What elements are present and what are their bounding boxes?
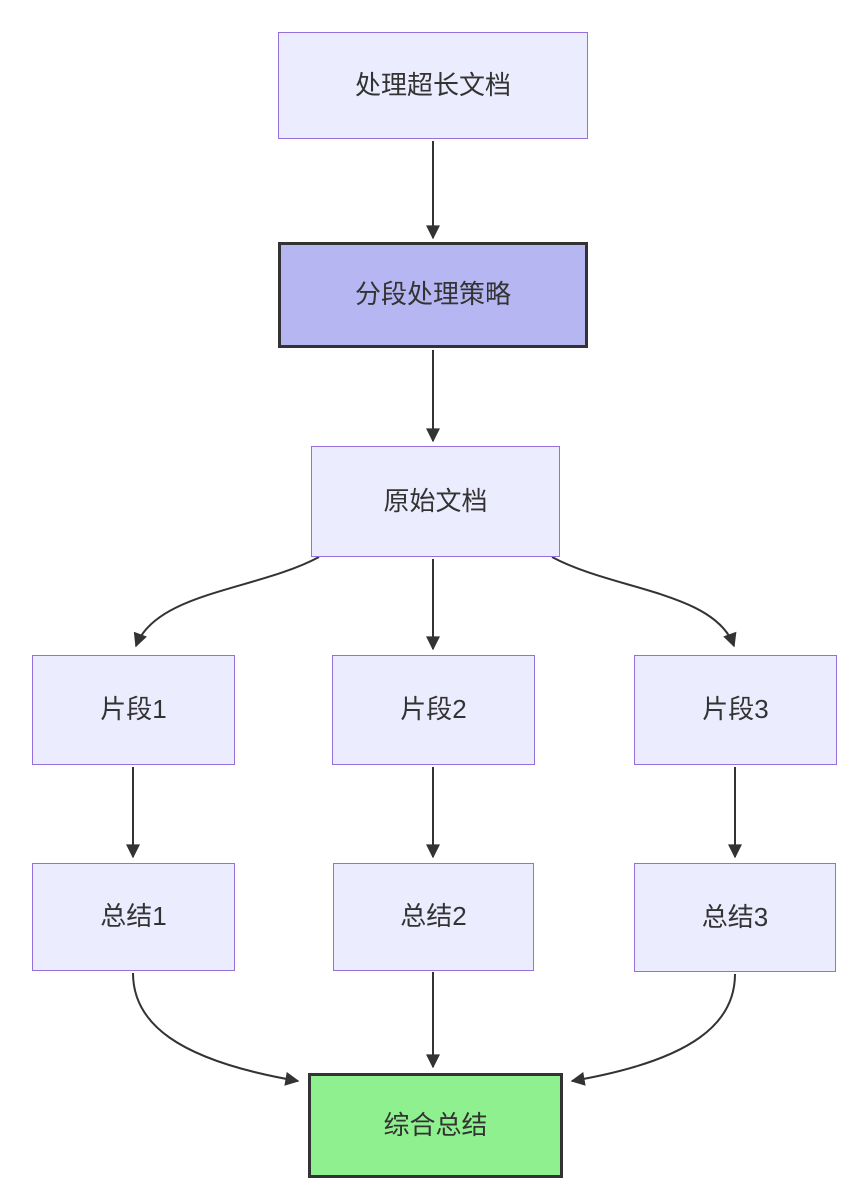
edge-summary1-final: [132, 972, 300, 1086]
node-summary-3-label: 总结3: [701, 901, 769, 932]
node-fragment-1: 片段1: [32, 655, 235, 765]
node-segmentation-strategy-label: 分段处理策略: [354, 279, 511, 310]
node-summary-1-label: 总结1: [100, 901, 167, 932]
node-fragment-1-label: 片段1: [100, 694, 167, 725]
node-final-summary-label: 综合总结: [383, 1109, 488, 1140]
node-fragment-2: 片段2: [332, 655, 535, 765]
node-summary-3: 总结3: [634, 863, 836, 972]
node-original-document-label: 原始文档: [383, 485, 488, 516]
node-original-document: 原始文档: [311, 446, 560, 557]
node-process-long-doc-label: 处理超长文档: [354, 69, 511, 100]
edge-summary3-final: [570, 973, 736, 1086]
node-summary-2: 总结2: [333, 863, 534, 971]
node-fragment-3: 片段3: [634, 655, 837, 765]
node-process-long-doc: 处理超长文档: [278, 32, 588, 139]
edge-original-fragment1: [133, 556, 320, 648]
node-fragment-2-label: 片段2: [400, 694, 467, 725]
edge-original-fragment3: [551, 556, 737, 648]
node-final-summary: 综合总结: [308, 1073, 563, 1178]
node-segmentation-strategy: 分段处理策略: [278, 242, 588, 348]
node-fragment-3-label: 片段3: [702, 694, 769, 725]
node-summary-1: 总结1: [32, 863, 235, 971]
node-summary-2-label: 总结2: [400, 901, 467, 932]
